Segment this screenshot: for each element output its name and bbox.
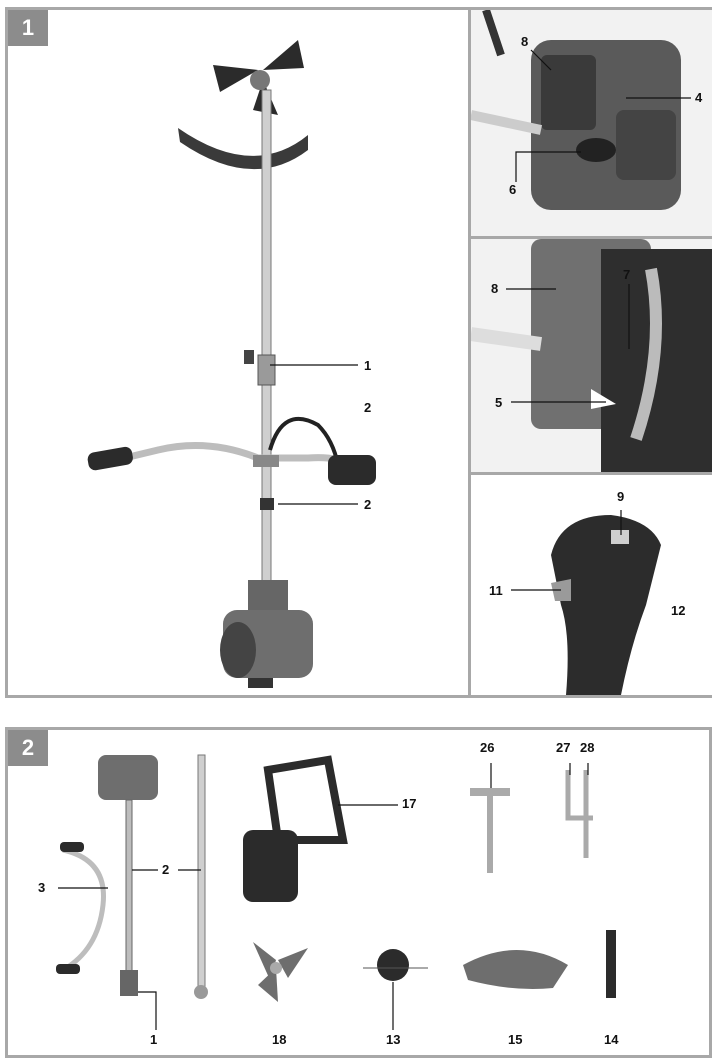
extension-shaft	[197, 754, 206, 996]
handlebar	[107, 442, 351, 468]
shaft-coupling	[257, 354, 276, 386]
blade-guard	[178, 128, 308, 170]
engine-label-8: 8	[521, 34, 529, 49]
brushcutter-illustration	[87, 40, 376, 688]
engine-detail-photo: 8 4 6	[468, 10, 712, 239]
spark-plug-wrench	[470, 788, 510, 873]
label-2-upper: 2	[364, 400, 372, 415]
carburetor-detail-photo: 8 7 5	[468, 239, 712, 475]
handle-clamp	[253, 455, 279, 467]
part-label-3: 3	[38, 880, 46, 895]
harness-ring	[260, 498, 274, 510]
left-grip	[87, 446, 133, 471]
right-grip	[328, 455, 376, 485]
handlebar-small	[61, 847, 106, 973]
carb-label-5: 5	[495, 395, 503, 410]
engine-label-4: 4	[695, 90, 703, 105]
parts-overview-illustration	[56, 754, 616, 1030]
handle-label-12: 12	[671, 603, 686, 618]
three-tooth-blade-small	[253, 942, 308, 1002]
line-cutting-blade	[606, 930, 616, 998]
part-label-13: 13	[386, 1032, 401, 1047]
hex-keys	[565, 770, 593, 858]
shoulder-harness	[263, 755, 348, 844]
engine-unit-small	[98, 755, 158, 800]
engine-unit	[220, 580, 313, 688]
throttle-handle-photo: 9 11 12	[468, 475, 712, 695]
guard-small	[463, 950, 568, 989]
part-label-1: 1	[150, 1032, 158, 1047]
handle-label-11: 11	[489, 583, 503, 598]
part-label-27: 27	[556, 740, 571, 755]
carb-label-8: 8	[491, 281, 499, 296]
part-label-26: 26	[480, 740, 495, 755]
carb-label-7: 7	[623, 267, 631, 282]
label-2-lower: 2	[364, 497, 372, 512]
throttle-cable	[268, 416, 340, 466]
drive-shaft	[261, 89, 272, 591]
figure-1-tag: 1	[8, 10, 48, 46]
part-label-18: 18	[272, 1032, 287, 1047]
figure-2-tag: 2	[8, 730, 48, 766]
trimmer-head	[377, 949, 409, 981]
engine-label-6: 6	[509, 182, 517, 197]
part-label-28: 28	[580, 740, 595, 755]
part-label-2: 2	[162, 862, 170, 877]
figure-1-panel: 1	[5, 7, 712, 698]
part-label-15: 15	[508, 1032, 523, 1047]
three-tooth-blade	[213, 40, 304, 115]
part-label-17: 17	[402, 796, 417, 811]
handle-label-9: 9	[617, 489, 625, 504]
part-label-14: 14	[604, 1032, 619, 1047]
label-1: 1	[364, 358, 372, 373]
figure-2-panel: 2	[5, 727, 712, 1058]
